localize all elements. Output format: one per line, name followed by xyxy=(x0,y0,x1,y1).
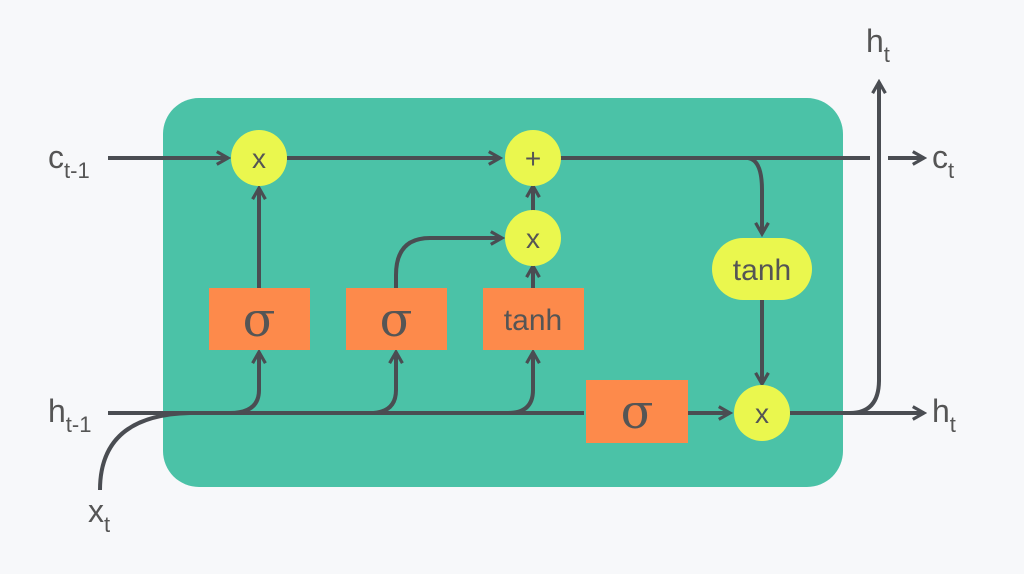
c-prev-label: ct-1 xyxy=(48,139,90,183)
output-gate xyxy=(586,380,688,443)
add-op xyxy=(505,130,561,186)
input-multiply-op xyxy=(505,210,561,266)
x-label: xt xyxy=(88,493,110,537)
h-out-label: ht xyxy=(932,393,956,437)
forget-multiply-label: x xyxy=(252,143,266,174)
output-tanh-op xyxy=(712,238,812,300)
h-up-line xyxy=(849,78,887,415)
forget-branch xyxy=(229,348,267,415)
candidate-gate xyxy=(483,288,584,350)
output-tanh-label: tanh xyxy=(733,254,791,287)
candidate-branch xyxy=(507,348,541,415)
input-to-mul xyxy=(394,230,506,288)
output-multiply-op xyxy=(734,385,790,441)
forget-multiply-op xyxy=(231,130,287,186)
forget-gate xyxy=(209,288,310,350)
h-top-label: ht xyxy=(866,23,890,67)
add-label: + xyxy=(525,143,541,174)
input-branch xyxy=(369,348,404,415)
x-input-curve xyxy=(98,411,191,491)
input-gate-label: σ xyxy=(380,292,413,348)
input-multiply-label: x xyxy=(526,223,540,254)
c-to-tanh-line xyxy=(747,156,770,238)
candidate-gate-label: tanh xyxy=(504,304,562,337)
output-multiply-label: x xyxy=(755,398,769,429)
forget-gate-label: σ xyxy=(243,292,276,348)
output-gate-label: σ xyxy=(621,384,654,440)
c-out-label: ct xyxy=(932,139,954,183)
input-gate xyxy=(346,288,447,350)
h-prev-label: ht-1 xyxy=(48,393,91,437)
